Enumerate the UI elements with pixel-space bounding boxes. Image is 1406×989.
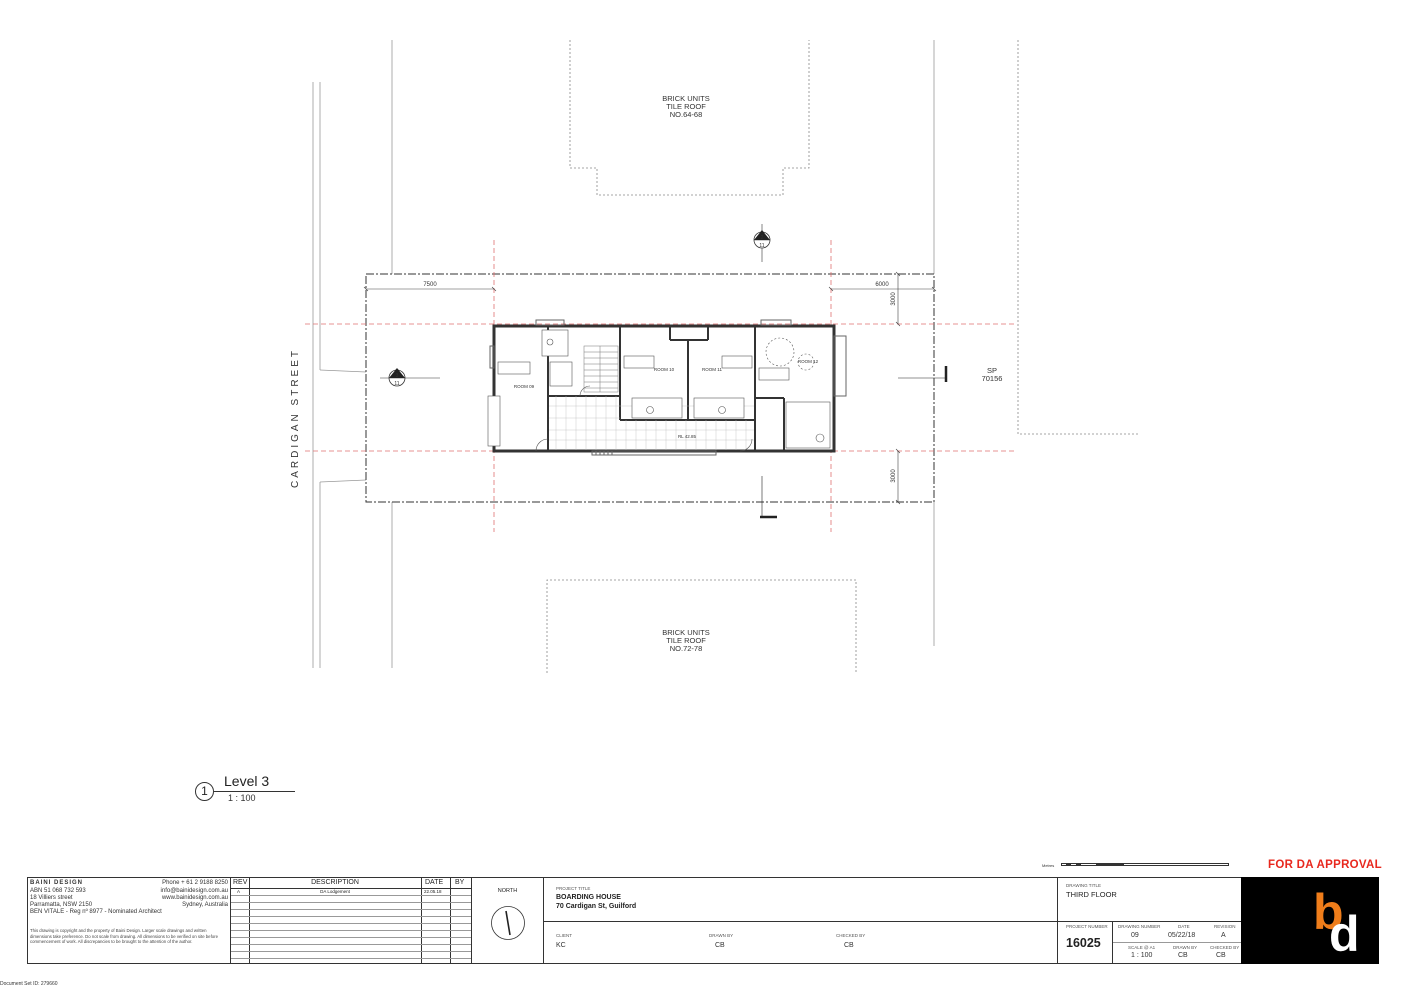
revision-value: A [1221,932,1226,939]
drawn-by-value: CB [715,942,725,949]
section-top-sheet: 11 [759,243,764,249]
drawing-number-label: DRAWING NUMBER [1118,924,1161,929]
logo-letter-b: b [1313,884,1344,940]
drawing-number-value: 09 [1131,932,1139,939]
neighbour-bottom-line-1: BRICK UNITS [662,628,710,637]
drawing-title-label: DRAWING TITLE [1066,883,1102,888]
rev-header-rev: REV [233,879,248,886]
neighbour-top-line-2: TILE ROOF [666,102,706,111]
firm-copyright: This drawing is copyright and the proper… [30,928,218,945]
revisions-table: REV DESCRIPTION DATE BY A DA Lodgement 2… [230,877,472,964]
neighbour-bottom-line-2: TILE ROOF [666,636,706,645]
client-value: KC [556,942,566,949]
section-left-sheet: 11 [394,381,399,387]
elevation-markers [760,366,948,519]
dimension-lines [363,271,937,505]
firm-web: www.bainidesign.com.au [161,895,228,901]
rev-header-by: BY [455,879,465,886]
north-arrow-icon [491,906,525,940]
rev-header-date: DATE [425,879,444,886]
neighbour-bottom-line-3: NO.72-78 [670,644,703,653]
checked-by-label: CHECKED BY [836,933,866,938]
rev-row-1-rev: A [237,889,241,894]
dimension-front: 7500 [423,282,437,288]
rev-row-1-date: 22.05.18 [424,889,442,894]
rev-row-1-description: DA Lodgement [320,889,350,894]
logo-letter-d: d [1329,906,1360,962]
neighbour-top-line-1: BRICK UNITS [662,94,710,103]
sp-label: SP [987,366,997,375]
neighbour-outlines [546,40,1140,673]
scale-value: 1 : 100 [1131,952,1153,959]
sp-number: 70156 [982,374,1003,383]
room-09-label: ROOM 09 [514,384,535,389]
firm-street: 18 Villiers street [30,895,73,901]
site-boundary [365,273,935,503]
da-approval-stamp: FOR DA APPROVAL [1268,859,1382,871]
site-labels: BRICK UNITS TILE ROOF NO.64-68 BRICK UNI… [290,94,1002,653]
drawing-info-panel: DRAWING TITLE THIRD FLOOR PROJECT NUMBER… [1057,877,1242,964]
street-lines [312,40,393,668]
firm-suburb: Parramatta, NSW 2150 [30,902,93,908]
project-number-label: PROJECT NUMBER [1066,924,1108,929]
date-value: 05/22/18 [1168,932,1196,939]
section-top-number: 2 [761,235,764,241]
checked-label: CHECKED BY [1210,945,1240,950]
view-number-bubble: 1 [195,782,214,801]
drawing-title-value: THIRD FLOOR [1066,890,1117,899]
view-title: 1 Level 3 1 : 100 [195,772,305,806]
document-set-id: Document Set ID: 279660 [0,981,58,987]
scale-bar: Metres [1042,858,1230,870]
firm-phone: Phone + 61 2 9188 8250 [162,880,228,886]
view-name: Level 3 [224,773,270,789]
project-address: 70 Cardigan St, Guilford [556,903,637,910]
checked-by-value: CB [844,942,854,949]
firm-architect: BEN VITALE - Reg nº 8977 - Nominated Arc… [30,909,162,915]
drawn-value: CB [1178,952,1188,959]
revision-label: REVISION [1214,924,1236,929]
neighbour-top-line-3: NO.64-68 [670,110,703,119]
north-label: NORTH [497,888,518,894]
firm-email: info@bainidesign.com.au [160,888,228,894]
project-name: BOARDING HOUSE [556,894,621,901]
firm-details: BAINI DESIGN ABN 51 068 732 593 18 Villi… [30,880,230,960]
rl-label: RL 42.85 [678,434,697,439]
project-title-label: PROJECT TITLE [556,886,591,891]
drawn-by-label: DRAWN BY [709,933,734,938]
date-label: DATE [1178,924,1190,929]
view-underline [214,791,295,792]
view-scale: 1 : 100 [228,793,256,803]
project-panel: PROJECT TITLE BOARDING HOUSE 70 Cardigan… [543,877,1058,964]
section-marker-top: 2 11 [753,224,771,262]
project-number-value: 16025 [1066,936,1101,950]
room-10-label: ROOM 10 [654,367,675,372]
street-label: CARDIGAN STREET [290,348,301,488]
scale-label: SCALE @ A1 [1128,945,1156,950]
firm-city: Sydney, Australia [182,902,228,908]
north-panel: NORTH [471,877,544,964]
firm-logo: b d [1241,877,1379,964]
site-plan: 2 11 3 11 BRICK UNITS TILE ROOF NO.64-68… [290,40,1140,673]
section-left-number: 3 [396,373,399,379]
section-marker-left: 3 11 [380,368,440,387]
room-11-label: ROOM 11 [702,367,722,372]
dimension-side-top: 3000 [891,292,897,306]
firm-name: BAINI DESIGN [30,880,84,886]
checked-value: CB [1216,952,1226,959]
building-level-3 [487,319,847,456]
dimension-rear: 6000 [875,282,889,288]
firm-abn: ABN 51 068 732 593 [30,888,86,894]
rev-header-description: DESCRIPTION [311,879,359,886]
drawn-label: DRAWN BY [1173,945,1198,950]
room-12-label: ROOM 12 [798,359,819,364]
scale-bar-label: Metres [1042,863,1055,868]
dimension-side-bottom: 3000 [891,469,897,483]
client-label: CLIENT [556,933,573,938]
